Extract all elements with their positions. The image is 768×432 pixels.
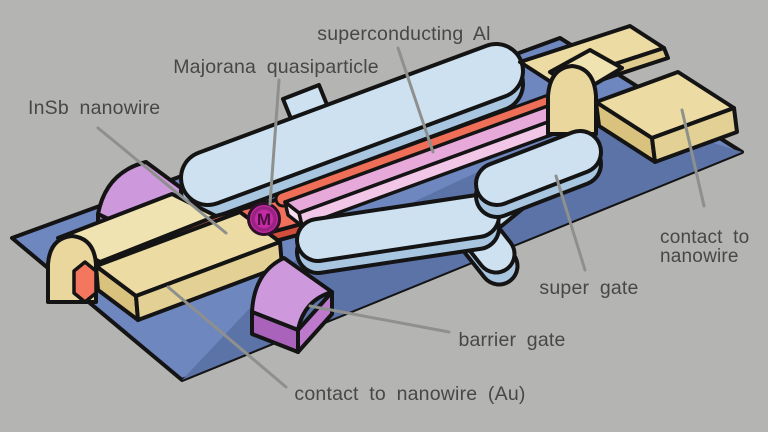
label-contact-au: contact to nanowire (Au) (294, 383, 525, 405)
label-majorana-quasiparticle: Majorana quasiparticle (173, 56, 379, 78)
label-contact-right-line1: contact to (660, 227, 749, 248)
leader-contact-right (680, 108, 706, 208)
label-super-gate: super gate (539, 277, 638, 299)
leader-majorana (268, 78, 281, 206)
label-insb-nanowire: InSb nanowire (28, 97, 160, 119)
leader-contact-au (166, 285, 288, 389)
nanowire-stripe (274, 84, 583, 208)
right-contact (546, 48, 739, 164)
majorana-marker-letter: M (257, 210, 271, 229)
leader-barrier-gate (308, 304, 451, 334)
front-gate-assembly (295, 129, 603, 287)
leader-super-gate (554, 174, 587, 272)
leader-superconducting-al (396, 46, 435, 154)
left-contact (46, 192, 284, 322)
leader-lines (96, 46, 706, 389)
majorana-marker: M (247, 202, 281, 236)
nanowire-cross-section-hexagon (72, 260, 98, 304)
leader-insb-nanowire (96, 126, 228, 235)
label-barrier-gate: barrier gate (458, 329, 565, 351)
label-contact-right-line2: nanowire (660, 246, 739, 267)
label-superconducting-al: superconducting Al (317, 23, 490, 45)
back-gate-bar (179, 42, 525, 220)
